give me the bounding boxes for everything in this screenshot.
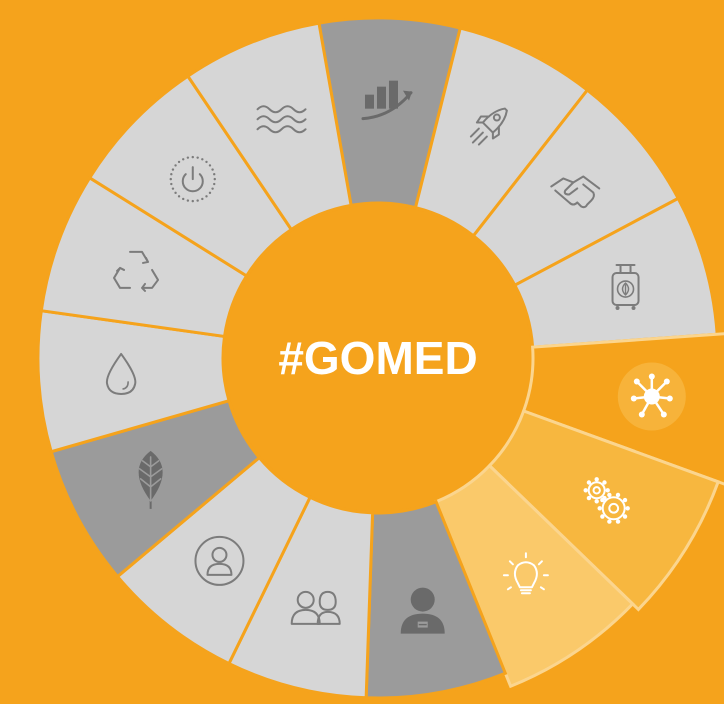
water-drop-icon: [105, 352, 137, 395]
network-icon: [617, 362, 686, 431]
rocket-icon: [469, 107, 508, 146]
icons-layer: [105, 80, 686, 634]
person-circle-icon: [194, 535, 245, 586]
segment-waves[interactable]: [185, 21, 353, 232]
person-badge-icon: [400, 587, 445, 634]
leaf-icon: [138, 450, 163, 509]
waves-icon: [256, 105, 307, 134]
recycle-icon: [113, 250, 160, 292]
rising-chart-icon: [361, 80, 413, 121]
lightbulb-icon: [502, 552, 549, 595]
eco-luggage-icon: [611, 264, 640, 311]
handshake-icon: [550, 175, 601, 209]
segment-lightbulb[interactable]: [434, 463, 635, 689]
power-icon: [169, 155, 216, 203]
two-people-icon: [290, 590, 341, 625]
hub-circle[interactable]: [225, 205, 531, 511]
hub-label: #GOMED: [278, 332, 477, 384]
gears-icon: [583, 477, 630, 524]
